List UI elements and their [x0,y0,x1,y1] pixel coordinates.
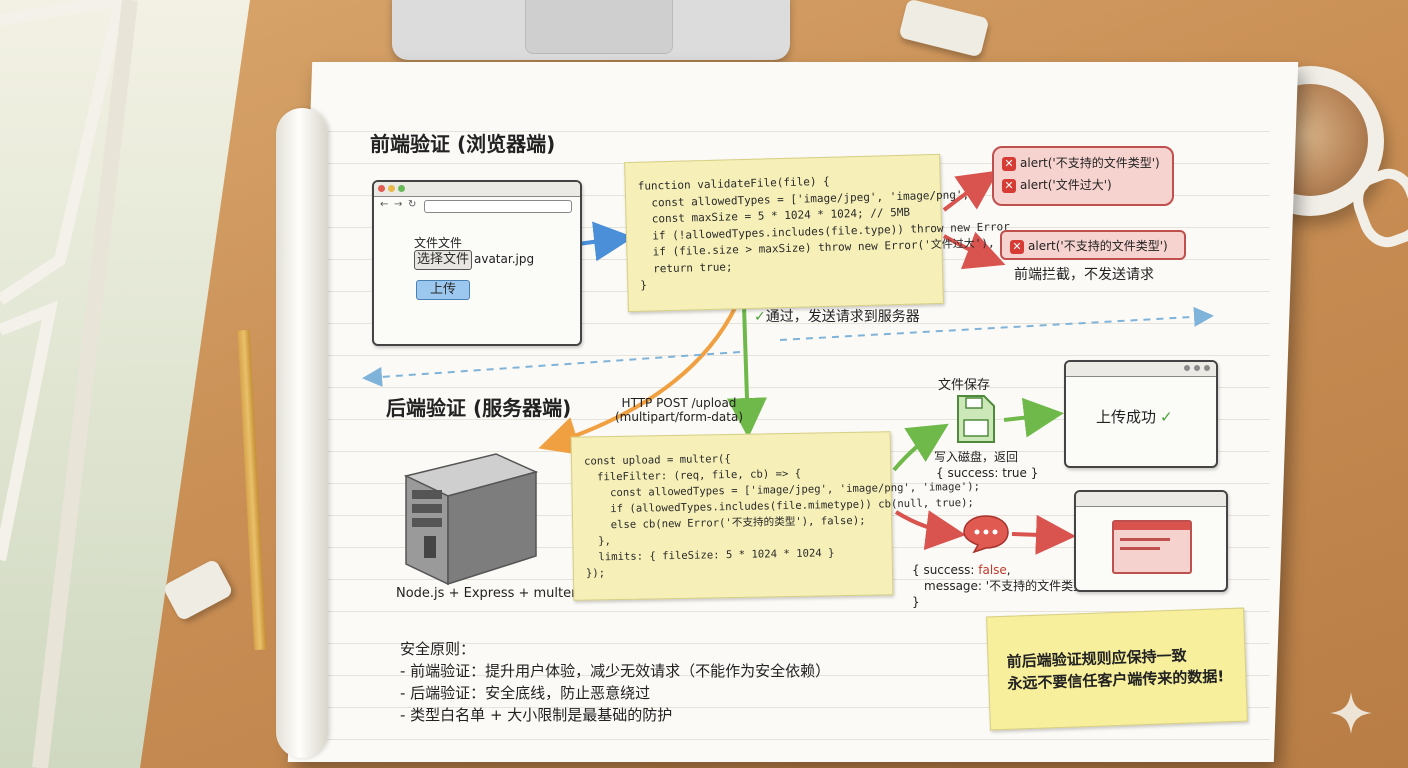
arrow-to-alert-single [943,231,1006,270]
maximize-dot-icon [398,185,405,192]
divider-dashed-left [362,351,741,387]
server-caption: Node.js + Express + multer [396,586,577,601]
browser-titlebar [1066,362,1216,377]
error-json-line1: { success: false, [912,563,1011,577]
backend-code-note: const upload = multer({ fileFilter: (req… [570,431,980,601]
alert-line-type: ✕alert('不支持的文件类型') [1002,154,1160,171]
frontend-browser-window: ← → ↻ 文件文件 选择文件 avatar.jpg 上传 [372,180,582,346]
check-mark-icon: ✓ [754,309,766,325]
security-principles: 安全原则： - 前端验证：提升用户体验，减少无效请求（不能作为安全依赖） - 后… [400,638,830,726]
frontend-heading: 前端验证 (浏览器端) [370,132,556,156]
browser-titlebar [1076,492,1226,507]
divider-dashed-right [779,306,1214,341]
browser-navbar: ← → ↻ [374,197,580,215]
alert-line-size: ✕alert('文件过大') [1002,176,1112,193]
success-browser-window: 上传成功✓ [1064,360,1218,468]
reload-icon[interactable]: ↻ [408,199,417,210]
file-field-label: 文件文件 [414,236,463,250]
backend-heading: 后端验证 (服务器端) [386,396,572,420]
window-control-icon [1184,365,1190,371]
error-speech-bubble-icon [963,515,1009,554]
arrow-to-error-bubble [894,510,966,550]
arrow-request-orange [538,305,738,456]
frontend-code-note: function validateFile(file) { const allo… [624,153,1010,313]
save-caption-success: { success: true } [936,466,1039,480]
principle-item: - 前端验证：提升用户体验，减少无效请求（不能作为安全依赖） [400,662,831,680]
success-message: 上传成功✓ [1096,408,1173,426]
error-dialog [1112,520,1192,574]
laptop-trackpad [525,0,673,54]
alert-single: ✕alert('不支持的文件类型') [1000,230,1186,260]
request-content-type: (multipart/form-data) [614,410,744,424]
error-dialog-header [1114,522,1190,530]
alert-bubble: ✕alert('不支持的文件类型') ✕alert('文件过大') [992,146,1174,206]
principle-item: - 类型白名单 + 大小限制是最基础的防护 [400,706,673,724]
x-mark-icon: ✕ [1010,239,1024,254]
server-tower-icon [403,453,539,586]
close-dot-icon [378,185,385,192]
upload-button[interactable]: 上传 [416,280,470,300]
back-arrow-icon[interactable]: ← [380,199,389,210]
error-json-line3: } [912,595,920,609]
arrow-save-to-success [1003,397,1064,438]
frontend-code: function validateFile(file) { const allo… [637,174,1010,292]
blocked-caption: 前端拦截，不发送请求 [1014,267,1154,283]
x-mark-icon: ✕ [1002,178,1016,193]
address-bar[interactable] [424,200,572,213]
window-control-icon [1194,365,1200,371]
browser-titlebar [374,182,580,197]
choose-file-button[interactable]: 选择文件 [414,250,472,270]
selected-filename: avatar.jpg [474,252,535,266]
arrow-to-save [892,423,949,472]
pass-caption: ✓通过，发送请求到服务器 [754,309,920,325]
principle-item: - 后端验证：安全底线，防止恶意绕过 [400,684,651,702]
request-caption: HTTP POST /upload (multipart/form-data) [614,396,744,424]
sticky-note: 前后端验证规则应保持一致 永远不要信任客户端传来的数据! [986,607,1248,731]
arrow-pass-down [726,305,767,438]
error-json-line2: message: '不支持的文件类型') [924,579,1094,593]
arrow-to-alert-bubble [942,170,999,212]
error-json: { success: false, message: '不支持的文件类型') } [912,562,1093,610]
minimize-dot-icon [388,185,395,192]
notebook-roll [276,108,328,758]
principles-title: 安全原则： [400,640,476,658]
error-dialog-line [1120,538,1170,541]
sticky-note-text: 前后端验证规则应保持一致 永远不要信任客户端传来的数据! [1006,643,1224,695]
error-browser-window [1074,490,1228,592]
sparkle-icon [1330,692,1372,734]
check-mark-icon: ✓ [1160,408,1173,426]
error-dialog-line [1120,547,1160,550]
forward-arrow-icon[interactable]: → [394,199,403,210]
save-label: 文件保存 [938,378,991,393]
window-control-icon [1204,365,1210,371]
arrow-bubble-to-error-window [1011,514,1076,555]
alert-single-line: ✕alert('不支持的文件类型') [1010,237,1168,254]
save-caption-write: 写入磁盘，返回 [934,450,1019,464]
x-mark-icon: ✕ [1002,156,1016,171]
save-file-icon [957,395,995,443]
request-method-path: HTTP POST /upload [621,396,737,410]
